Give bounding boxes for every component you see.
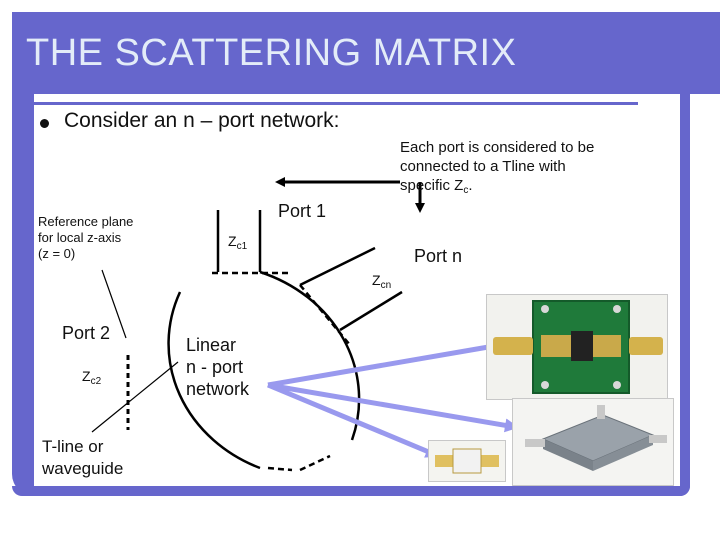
bullet-text: Consider an n – port network: [64,109,340,132]
network-boundary-arc-top-right [259,270,361,441]
reference-plane-line-1: Reference plane [38,214,134,229]
pointer-to-coupler [267,382,519,433]
port-note-line-2: connected to a Tline with [400,158,566,175]
tline-line-1: T-line or [42,437,104,456]
port-note-line-3: specific Zc. [400,177,473,196]
pcb-photo [486,294,668,400]
portn-label: Port n [414,246,463,266]
portn-line-upper [299,246,376,287]
network-label: Linear n - port network [186,334,249,400]
reference-plane-line-3: (z = 0) [38,246,76,261]
portn-reference-plane [299,284,351,346]
reference-plane-pointer [101,269,127,339]
zc2-label: Zc2 [82,368,102,387]
title-underline [34,102,638,105]
frame-bottom-rail [12,486,690,496]
network-line-3: network [186,379,250,399]
chip-photo [428,440,506,482]
tline-label: T-line or waveguide [42,436,123,480]
frame-left-rail [12,12,34,496]
port2-label: Port 2 [62,323,111,343]
bullet-icon [40,119,49,128]
tline-line-2: waveguide [42,459,124,478]
title-bar [12,12,720,94]
coupler-photo [512,398,674,486]
bottom-dash-right [299,454,331,472]
pointer-to-pcb [267,339,504,388]
frame-right-rail [680,94,690,496]
network-line-2: n - port [186,357,244,377]
port1-label: Port 1 [278,201,327,221]
port-note: Each port is considered to be connected … [400,138,594,200]
zc1-label: Zc1 [228,233,248,252]
coupler-image [513,399,673,485]
slide-title: THE SCATTERING MATRIX [26,32,517,74]
reference-plane-label: Reference plane for local z-axis (z = 0) [38,214,133,262]
port-note-line-1: Each port is considered to be [400,139,595,156]
pointer-to-chip [267,382,440,458]
pcb-image [487,295,667,399]
network-line-1: Linear [186,335,237,355]
bottom-dash-left [267,466,293,472]
network-boundary-arc-left [167,291,261,470]
portn-line-lower [339,290,403,332]
reference-plane-line-2: for local z-axis [38,230,122,245]
chip-image [429,441,505,481]
tline-pointer [91,361,179,433]
zcn-label: Zcn [372,272,392,291]
